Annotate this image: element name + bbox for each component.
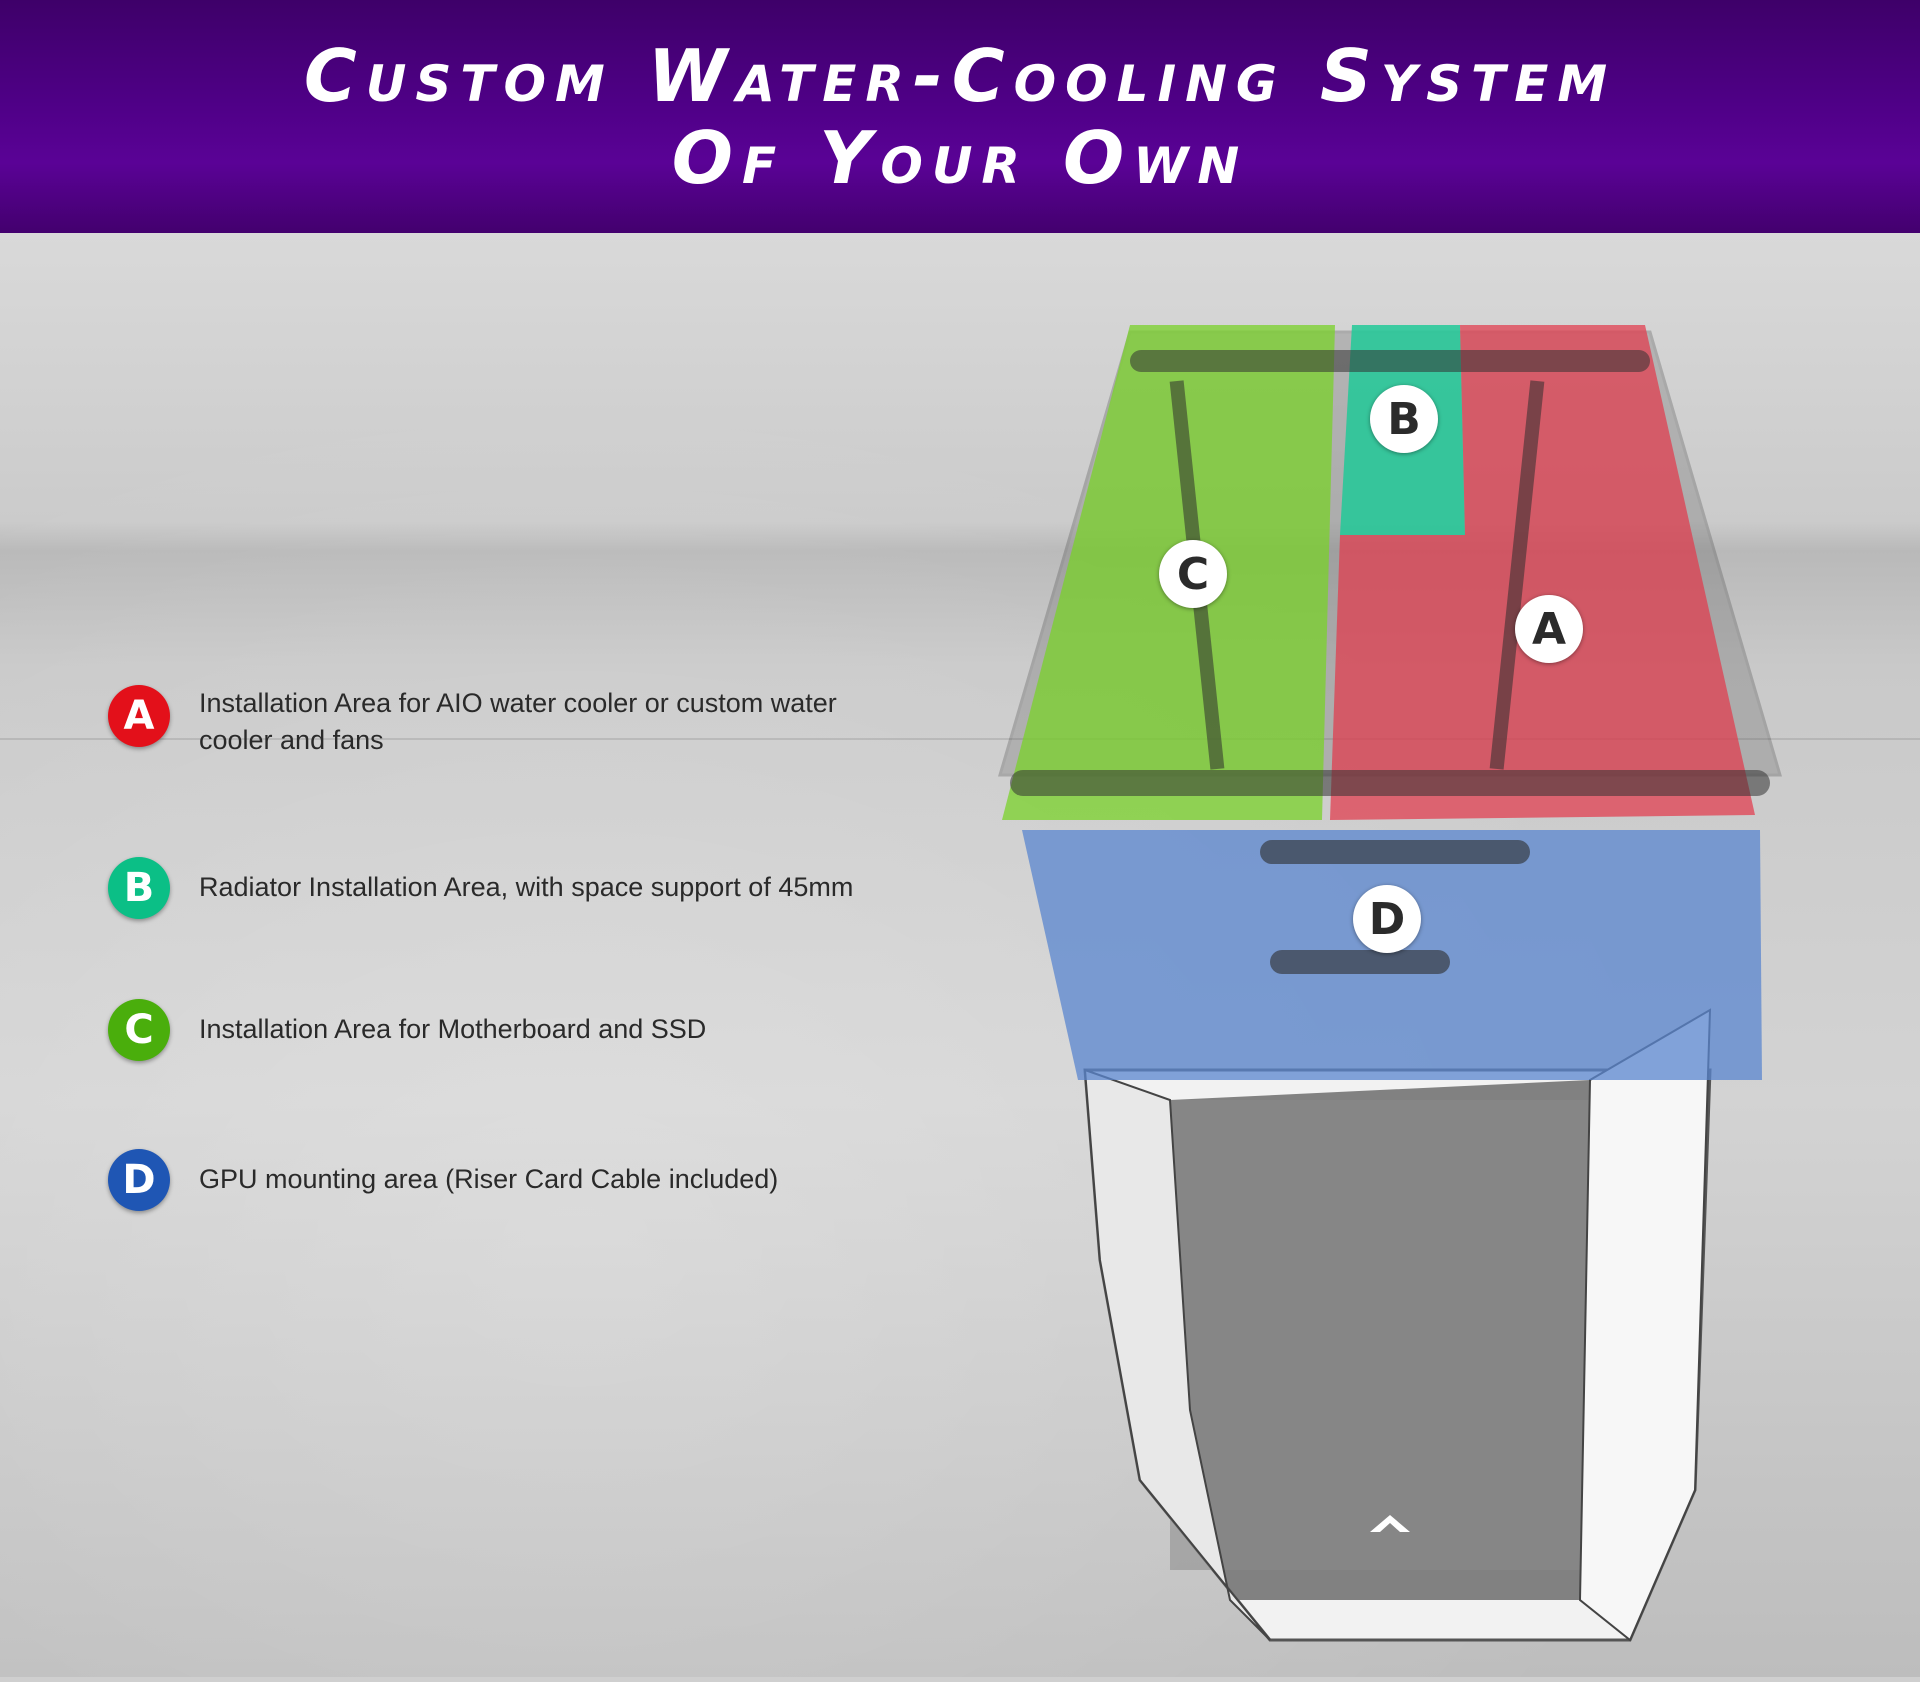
- legend-text-b: Radiator Installation Area, with space s…: [199, 872, 854, 902]
- legend: A Installation Area for AIO water cooler…: [108, 685, 958, 1211]
- legend-item-a: A Installation Area for AIO water cooler…: [108, 685, 839, 759]
- case-logo-mark: [1370, 1515, 1410, 1532]
- case-illustration: B C A D: [990, 310, 1790, 1677]
- legend-badge-c: C: [108, 999, 170, 1061]
- top-rail-back: [1130, 350, 1650, 372]
- zone-a-area: [1330, 325, 1755, 820]
- page-title-line-2: Of Your Own: [671, 115, 1249, 200]
- page-title-line-1: Custom Water-Cooling System: [303, 33, 1617, 118]
- fan-bracket-right: [1489, 380, 1545, 770]
- case-side-panel-left: [1083, 1068, 1271, 1641]
- gpu-rail-upper: [1260, 840, 1530, 864]
- top-rail-front: [1010, 770, 1770, 796]
- case-svg: [997, 325, 1783, 1642]
- zone-d-label: D: [1353, 885, 1421, 953]
- legend-badge-d: D: [108, 1149, 170, 1211]
- legend-badge-b: B: [108, 857, 170, 919]
- legend-item-d: D GPU mounting area (Riser Card Cable in…: [108, 1149, 919, 1211]
- legend-item-b: B Radiator Installation Area, with space…: [108, 857, 919, 919]
- gpu-rail-lower: [1270, 950, 1450, 974]
- legend-badge-a: A: [108, 685, 170, 747]
- legend-text-a: Installation Area for AIO water cooler o…: [199, 688, 837, 755]
- legend-text-d: GPU mounting area (Riser Card Cable incl…: [199, 1164, 779, 1194]
- case-front-panel: [1170, 1100, 1590, 1570]
- case-side-panel-right: [1578, 1008, 1712, 1642]
- wall-floor-edge: [0, 738, 1920, 740]
- legend-item-c: C Installation Area for Motherboard and …: [108, 999, 919, 1061]
- zone-c-label: C: [1159, 540, 1227, 608]
- zone-b-label: B: [1370, 385, 1438, 453]
- header-banner: Custom Water-Cooling System Of Your Own: [0, 0, 1920, 233]
- zone-a-label: A: [1515, 595, 1583, 663]
- legend-text-c: Installation Area for Motherboard and SS…: [199, 1014, 707, 1044]
